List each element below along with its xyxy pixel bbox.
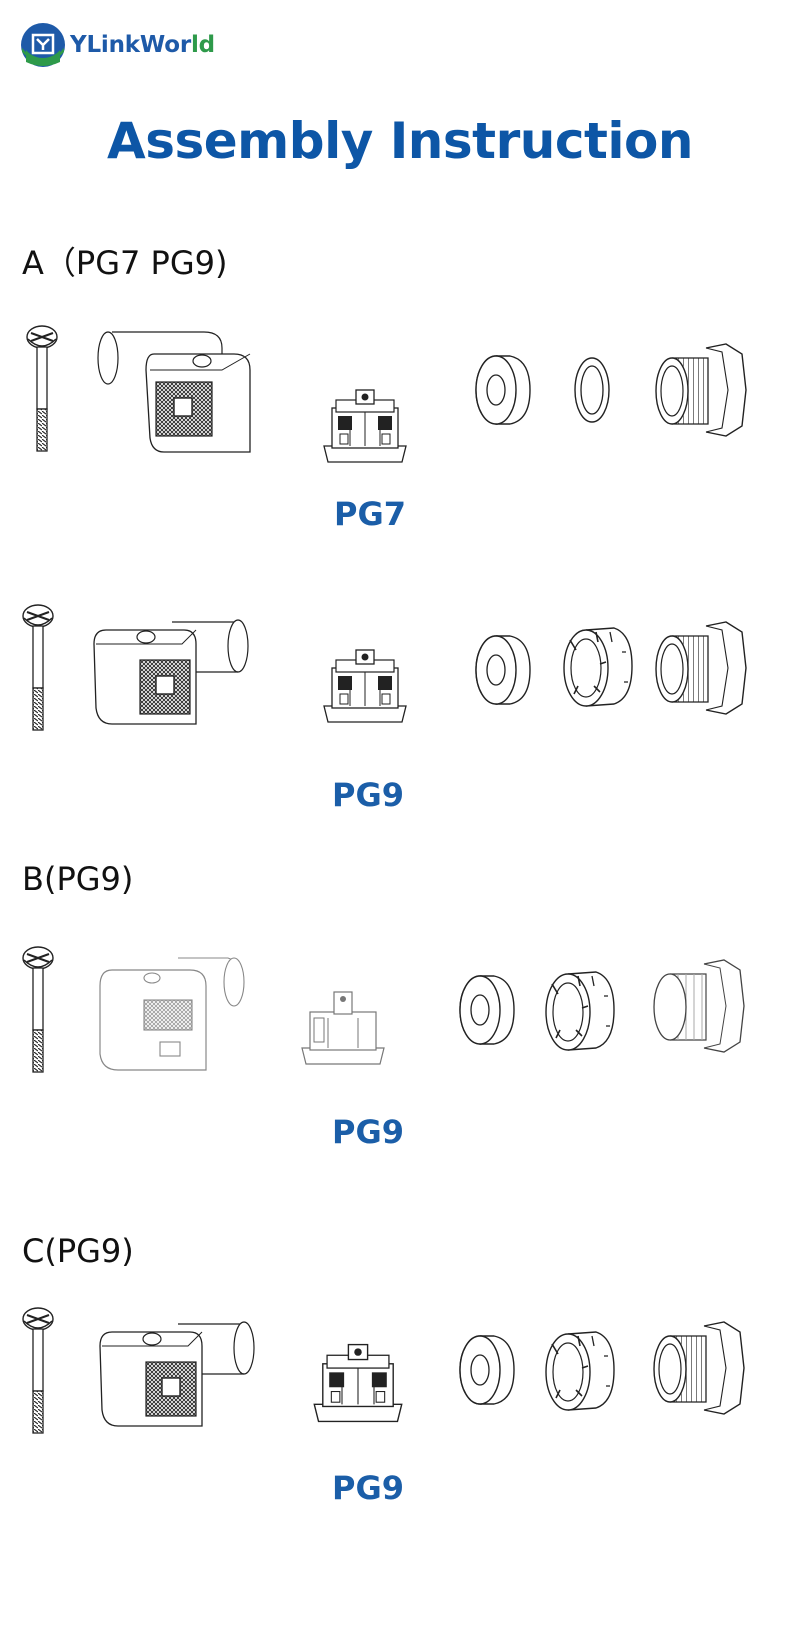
section-a-heading: A（PG7 PG9) xyxy=(22,244,228,282)
variant-label-b-pg9: PG9 xyxy=(332,1113,404,1151)
seal-ring-icon xyxy=(452,1330,522,1410)
brand-name: YLinkWorld xyxy=(70,32,215,58)
terminal-block-icon xyxy=(320,646,410,726)
gland-nut-icon xyxy=(648,618,748,718)
variant-label-pg9: PG9 xyxy=(332,776,404,814)
variant-label-c-pg9: PG9 xyxy=(332,1469,404,1507)
housing-icon xyxy=(98,1306,258,1436)
screw-icon xyxy=(18,944,58,1074)
gland-nut-icon xyxy=(646,1318,746,1418)
terminal-block-icon xyxy=(298,988,388,1068)
seal-ring-icon xyxy=(452,970,522,1050)
brand-logo[interactable]: YLinkWorld xyxy=(20,22,215,68)
screw-icon xyxy=(22,323,62,453)
gland-nut-icon xyxy=(646,956,746,1056)
section-c-heading: C(PG9) xyxy=(22,1232,134,1270)
seal-ring-icon xyxy=(468,350,538,430)
seal-ring-icon xyxy=(468,630,538,710)
section-b-heading: B(PG9) xyxy=(22,860,134,898)
washer-icon xyxy=(568,350,618,430)
screw-icon xyxy=(18,1305,58,1435)
clamp-ring-icon xyxy=(538,1326,618,1416)
housing-icon xyxy=(98,948,258,1078)
clamp-ring-icon xyxy=(556,622,636,712)
clamp-ring-icon xyxy=(538,966,618,1056)
gland-nut-icon xyxy=(648,340,748,440)
logo-mark-icon xyxy=(21,23,65,67)
terminal-block-icon xyxy=(320,386,410,466)
housing-icon xyxy=(94,326,254,456)
housing-icon xyxy=(92,604,252,734)
screw-icon xyxy=(18,602,58,732)
terminal-block-icon xyxy=(310,1340,406,1426)
page-title: Assembly Instruction xyxy=(107,112,693,170)
variant-label-pg7: PG7 xyxy=(334,495,406,533)
